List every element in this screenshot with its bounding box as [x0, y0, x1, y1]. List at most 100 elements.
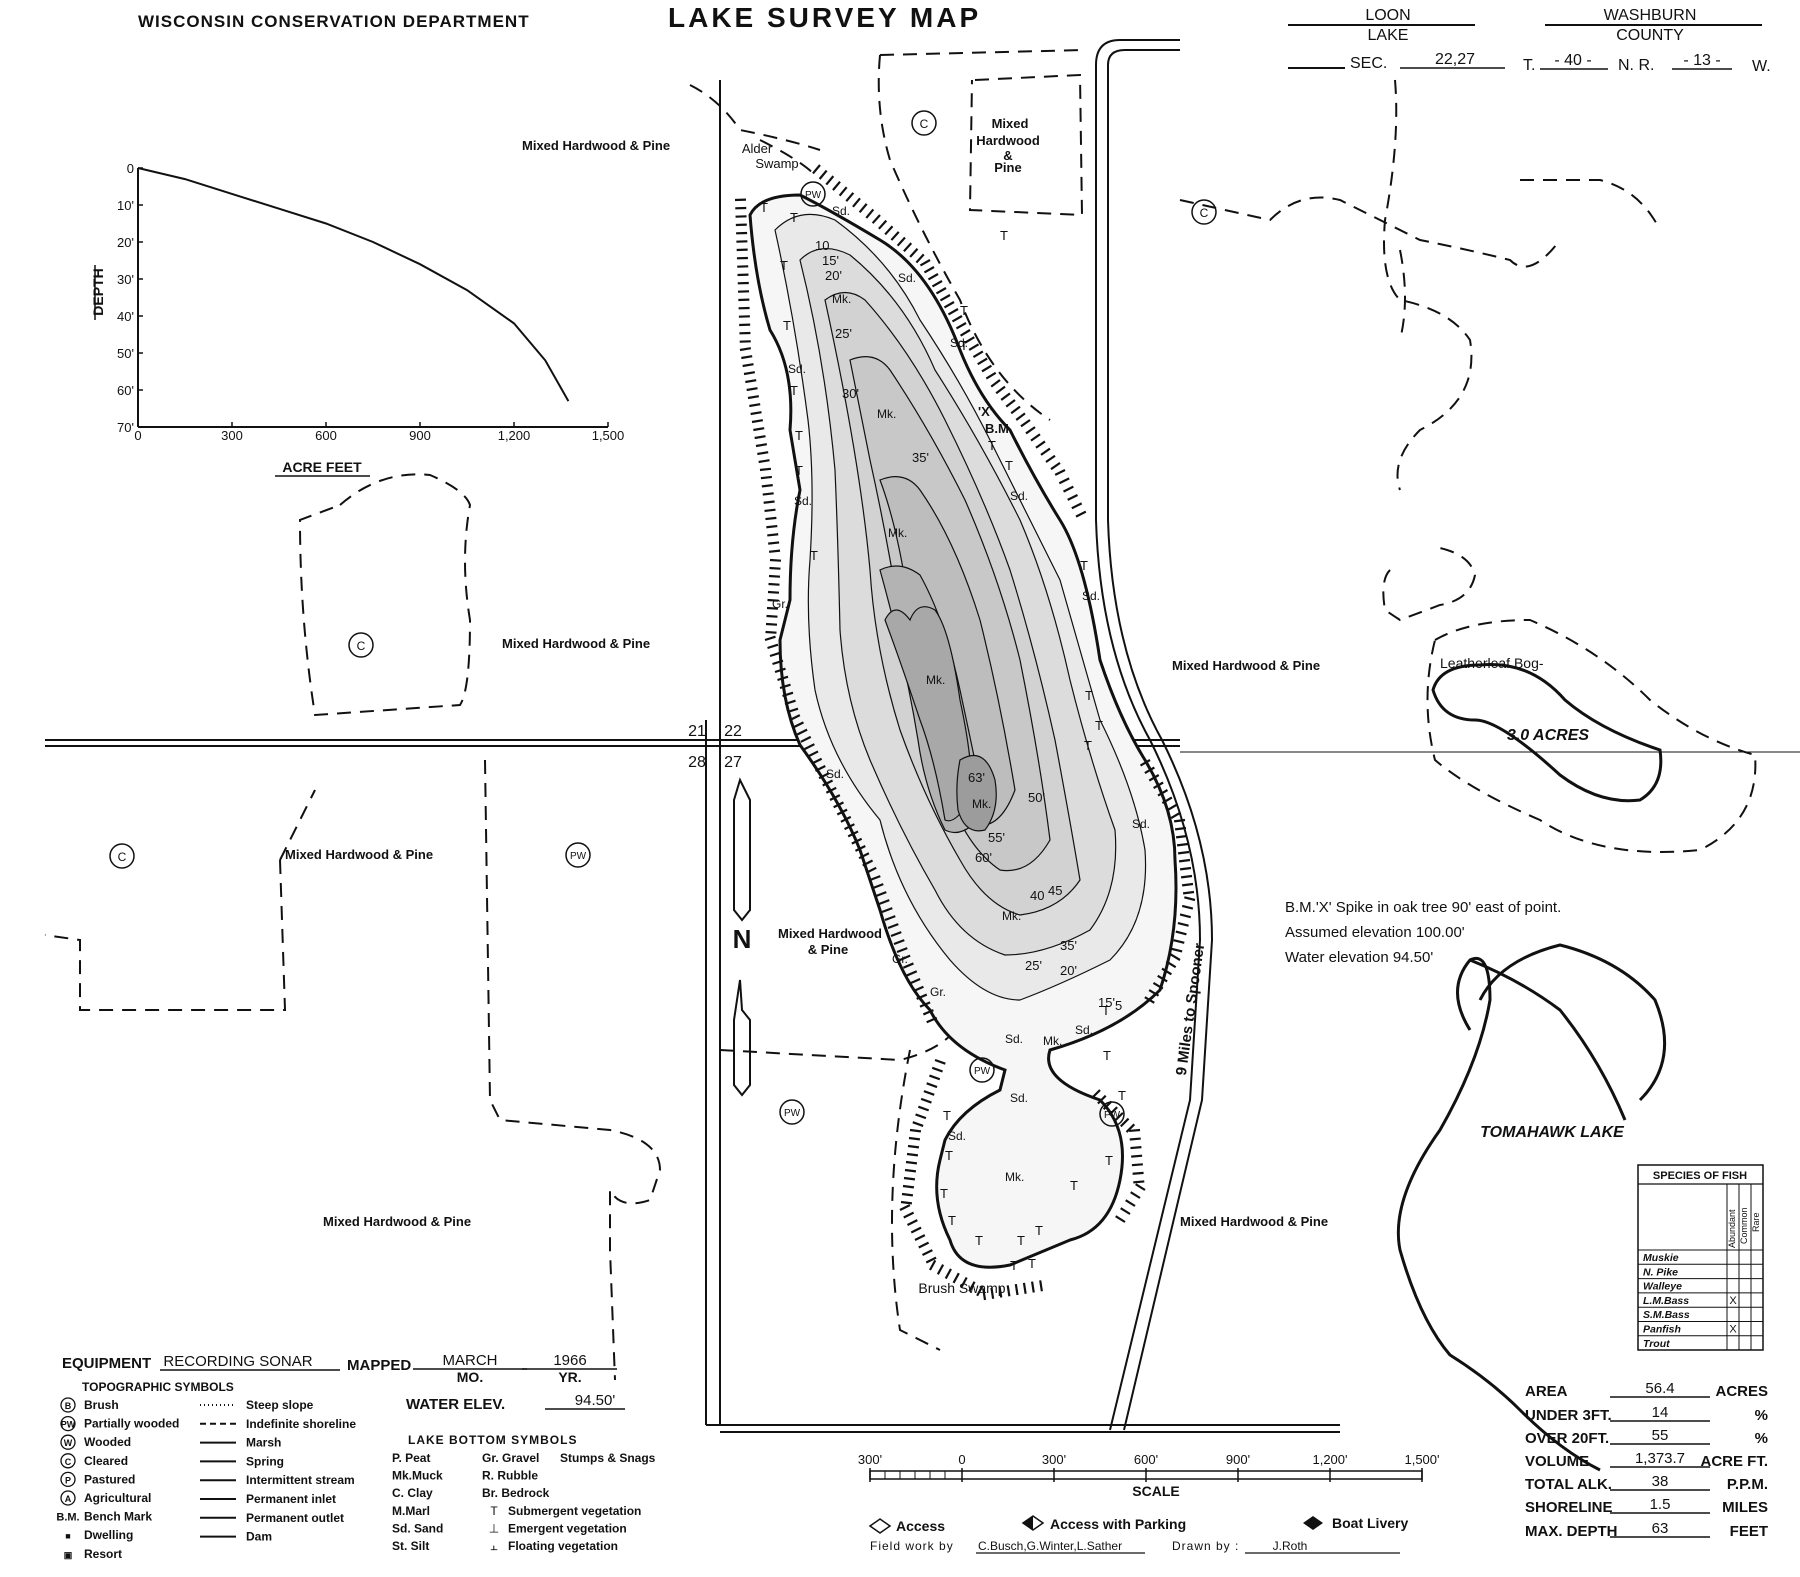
vegetation-mark: T	[1118, 1088, 1126, 1103]
contour-label: 10	[815, 238, 829, 253]
hachure	[1165, 960, 1177, 969]
scale-tick-label: 1,500'	[1404, 1452, 1439, 1467]
hachure	[1115, 1215, 1126, 1223]
hachure	[765, 630, 777, 634]
benchmark-line-1: B.M.'X' Spike in oak tree 90' east of po…	[1285, 899, 1561, 916]
sec-label: SEC.	[1350, 55, 1387, 72]
vegetation-mark: T	[960, 338, 968, 353]
hachure	[1039, 1280, 1043, 1292]
y-tick-label: 20'	[117, 235, 134, 250]
land-label: & Pine	[808, 942, 848, 957]
hachure	[872, 883, 884, 890]
equipment-block: EQUIPMENT RECORDING SONAR MAPPED MARCH M…	[62, 1352, 625, 1413]
land-label: Mixed Hardwood & Pine	[502, 636, 650, 651]
hachure	[1128, 1128, 1141, 1133]
y-tick-label: 50'	[117, 346, 134, 361]
hachure	[1179, 913, 1191, 919]
hachure	[862, 859, 874, 867]
hachure	[765, 622, 778, 626]
hachure	[1120, 1207, 1131, 1215]
land-boundaries	[44, 49, 1661, 1381]
hachure	[995, 385, 1006, 395]
y-tick-label: 40'	[117, 309, 134, 324]
hachure	[1040, 447, 1051, 456]
hachure	[774, 667, 786, 674]
legend-label: Intermittent stream	[246, 1473, 355, 1487]
vegetation-mark: T	[948, 1213, 956, 1228]
hachure	[960, 329, 971, 337]
vegetation-mark: T	[975, 1233, 983, 1248]
access-parking-label: Access with Parking	[1050, 1516, 1186, 1532]
hachure	[753, 427, 765, 432]
hachure	[1125, 1199, 1136, 1207]
hachure	[755, 443, 768, 448]
hachure	[871, 214, 881, 224]
scale-tick-label: 1,200'	[1312, 1452, 1347, 1467]
legend-label: Resort	[84, 1547, 122, 1561]
hachure	[1182, 890, 1195, 895]
hachure	[789, 714, 801, 721]
hachure	[768, 541, 780, 545]
x-tick-label: 1,500	[592, 428, 625, 443]
hachure	[915, 253, 925, 264]
hachure	[918, 1241, 930, 1249]
hachure	[836, 808, 848, 816]
sand-mark: Sd.	[826, 767, 844, 781]
hachure	[818, 169, 828, 180]
land-cover-markers	[109, 110, 1217, 1127]
y-tick-label: 70'	[117, 420, 134, 435]
hachure	[935, 287, 947, 295]
fish-row-name: N. Pike	[1643, 1266, 1678, 1278]
hachure	[739, 347, 752, 352]
hachure	[960, 1276, 968, 1288]
vegetation-mark: T	[1010, 1258, 1018, 1273]
legend-symbol-circle	[60, 1453, 76, 1469]
hachure	[1015, 412, 1026, 421]
vegetation-mark: T	[1028, 1256, 1036, 1271]
land-label: Mixed Hardwood & Pine	[285, 847, 433, 862]
hachure	[787, 707, 799, 714]
stat-unit: MILES	[1722, 1499, 1768, 1516]
vegetation-mark: T	[943, 1108, 951, 1123]
land-label: Mixed	[992, 116, 1029, 131]
legend-symbol: ▣	[64, 1550, 73, 1560]
stat-unit: %	[1755, 1407, 1768, 1424]
leatherleaf-bog: Leatherleaf Bog- 3.0 ACRES	[1426, 618, 1757, 853]
hachure	[769, 558, 782, 562]
stat-label: VOLUME	[1525, 1453, 1589, 1470]
bench-mark-point: 'X' B.M.	[978, 404, 1012, 436]
hachure	[772, 659, 784, 666]
hachure	[1157, 789, 1169, 797]
stat-label: MAX. DEPTH	[1525, 1523, 1618, 1540]
benchmark-line-3: Water elevation 94.50'	[1285, 949, 1433, 966]
scale-tick-label: 300'	[858, 1452, 882, 1467]
hachure	[985, 371, 997, 380]
partially-wooded-marker: PW	[974, 1066, 991, 1077]
stat-value: 63	[1652, 1520, 1669, 1537]
hachure	[1173, 939, 1185, 944]
hachure	[1181, 904, 1194, 910]
hachure	[833, 801, 844, 809]
legend-label: Marsh	[246, 1436, 281, 1450]
hachure	[914, 1234, 926, 1241]
hachure	[751, 419, 764, 424]
hachure	[905, 1160, 918, 1165]
hachure	[923, 1090, 935, 1096]
legend-symbol: B	[65, 1401, 72, 1411]
sand-mark: Sd.	[788, 362, 806, 376]
hachure	[1181, 882, 1194, 887]
land-cover-marker-labels: C C C C PW PW PW PW PW	[118, 117, 1209, 1121]
hachure	[825, 786, 837, 794]
hachure	[968, 1281, 976, 1292]
muck-mark: Mk.	[972, 797, 991, 811]
lake-id-block: LOON LAKE WASHBURN COUNTY SEC. 22,27 T. …	[1288, 7, 1771, 75]
hachure	[899, 954, 911, 962]
land-label: Swamp	[755, 156, 798, 171]
hachure	[1091, 1089, 1101, 1099]
hachure	[990, 379, 1001, 388]
vegetation-mark: T	[1095, 718, 1103, 733]
muck-mark: Mk.	[1002, 909, 1021, 923]
